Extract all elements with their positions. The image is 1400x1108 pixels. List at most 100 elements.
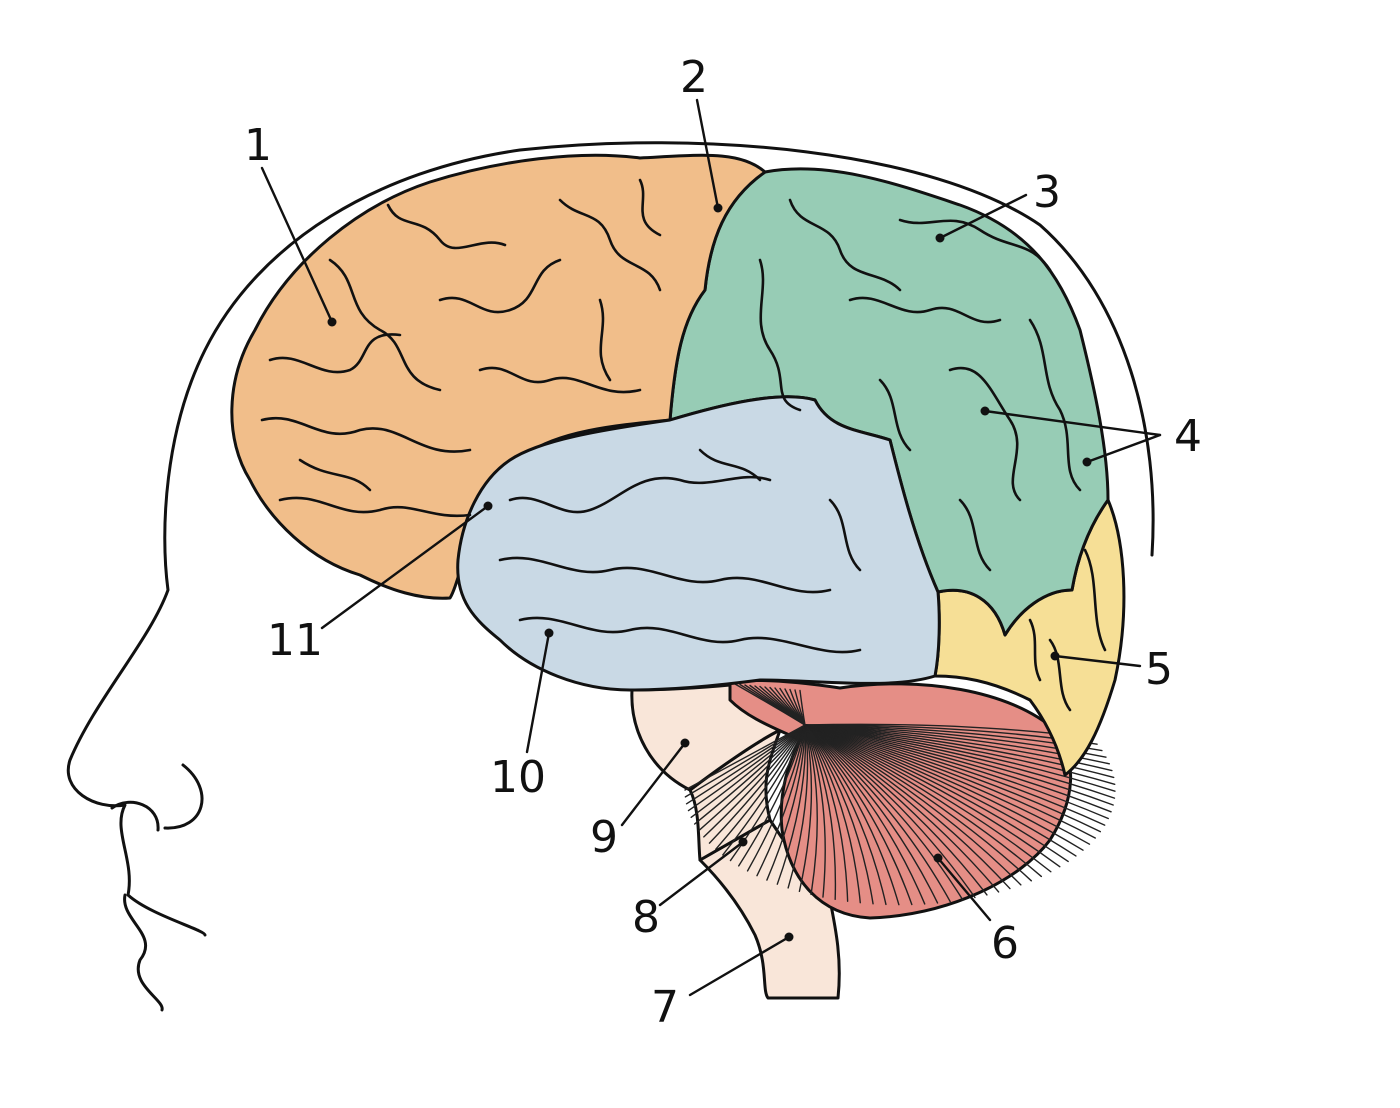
pointer-dot-4b (1082, 457, 1092, 467)
frontal-lobe-region (230, 153, 767, 600)
leader-line-2 (695, 98, 720, 210)
cerebellum-folia-line (804, 724, 939, 904)
cerebellum-folia-line (687, 724, 806, 812)
pointer-dot-5 (1050, 651, 1060, 661)
pointer-dot-4a (980, 406, 990, 416)
cerebellum-folia-line (804, 724, 1106, 826)
occipital-lobe-folds (1028, 548, 1107, 712)
leader-line-5 (1053, 654, 1142, 668)
pointer-dot-11 (483, 501, 493, 511)
cerebellum-folia-line (804, 724, 1091, 845)
cerebellum-folia-line (804, 724, 887, 906)
cerebellum-folia-line (804, 724, 874, 905)
number-labels: 1 2 3 4 5 6 7 8 9 10 11 (244, 52, 1202, 1033)
label-6: 6 (991, 918, 1019, 969)
cerebellum-folia-line (804, 724, 1096, 839)
pointer-dots (327, 203, 1092, 942)
cerebellum-folia-line (703, 724, 806, 838)
cerebellum-folia-line (798, 724, 813, 893)
cerebellum-folia-line (804, 724, 1000, 893)
cerebellum-folia-line (804, 724, 1116, 792)
leader-line-6 (936, 856, 992, 922)
lips-chin-outline (123, 893, 164, 1012)
cerebellum-folia-line (746, 724, 806, 872)
pointer-dot-1 (327, 317, 337, 327)
pointer-dot-9 (680, 738, 690, 748)
cerebellum-folia-line (804, 724, 818, 896)
cerebellum-folia-line (756, 724, 806, 877)
cerebellum-folia-line (693, 724, 806, 825)
cerebellum-folia-line (804, 724, 1112, 813)
leader-line-11 (320, 504, 490, 630)
temporal-lobe-folds (498, 448, 862, 654)
cerebellum-folia-line (722, 724, 806, 856)
cerebellum-folia-line (804, 724, 1116, 785)
cerebellum-folia-line (804, 724, 837, 901)
leader-line-9 (620, 741, 687, 827)
cerebellum-folia-line (804, 724, 861, 904)
leader-line-7 (688, 935, 791, 997)
cerebellum-folia-line (685, 724, 806, 805)
leader-lines (260, 98, 1162, 997)
cerebellum-folia-line (804, 724, 1033, 882)
cerebellum-folia-line (698, 724, 806, 832)
cerebellum-folia-line (804, 724, 900, 906)
cerebellum-folia-line (738, 724, 806, 867)
leader-line-3 (938, 193, 1028, 240)
label-4: 4 (1174, 411, 1202, 462)
cerebellum-folia-line (804, 724, 1116, 799)
cerebellum-folia-line (804, 724, 1052, 873)
cerebellum-folia-line (804, 724, 1022, 886)
cerebellum-folia-line (804, 724, 1114, 806)
label-8: 8 (632, 892, 660, 943)
cerebellum-folia-line (804, 724, 926, 905)
label-3: 3 (1033, 167, 1061, 218)
cerebellum-folia-line (804, 724, 1043, 878)
cerebellum-folia-line (804, 724, 1084, 851)
frontal-lobe-folds (260, 178, 662, 518)
cerebellum-folia-line (804, 724, 988, 896)
cerebellum-folia-line (804, 724, 964, 901)
label-7: 7 (651, 982, 679, 1033)
cerebellum-folia-line (804, 724, 951, 903)
pointer-dot-8 (738, 837, 748, 847)
pointer-dot-7 (784, 932, 794, 942)
leader-line-8 (658, 840, 745, 907)
cerebellum-folia-line (715, 724, 806, 850)
cerebellum-folia-line (804, 724, 913, 906)
label-11: 11 (267, 615, 323, 666)
cerebellum-folia-line (684, 724, 806, 791)
cerebellum-folia-line (799, 689, 806, 726)
leader-line-1 (260, 166, 334, 324)
nostril-outline (110, 763, 204, 832)
parietal-lobe-folds (758, 198, 1082, 572)
cerebellum-folia-line (804, 724, 1069, 863)
pointer-dot-10 (544, 628, 554, 638)
cerebellum-folia-line (804, 724, 826, 898)
pointer-dot-2 (713, 203, 723, 213)
head-profile-outline (66, 141, 1155, 937)
label-1: 1 (244, 120, 272, 171)
cerebellum-folia-line (804, 724, 1061, 868)
cerebellum-folia-line (804, 724, 1115, 779)
leader-line-4a (983, 409, 1162, 437)
cerebellum-folia-line (776, 724, 807, 885)
cerebellum-folia-line (804, 724, 1077, 857)
label-5: 5 (1145, 644, 1173, 695)
cerebellum-folia-line (804, 724, 976, 899)
cerebellum-folia-line (804, 724, 1011, 890)
leader-line-4b (1085, 433, 1162, 464)
cerebellum-folia-line (804, 724, 1109, 820)
cerebellum-folia-line (804, 724, 1102, 833)
label-9: 9 (590, 812, 618, 863)
label-2: 2 (680, 52, 708, 103)
cerebellum-folia-line (766, 724, 806, 881)
leader-line-10 (525, 631, 551, 754)
cerebellum-folia-line (804, 724, 849, 902)
cerebellum-folia-line (787, 724, 809, 889)
label-10: 10 (490, 752, 546, 803)
cerebellum-folia-line (690, 724, 806, 819)
cerebellum-folia-line (708, 724, 806, 844)
pointer-dot-3 (935, 233, 945, 243)
